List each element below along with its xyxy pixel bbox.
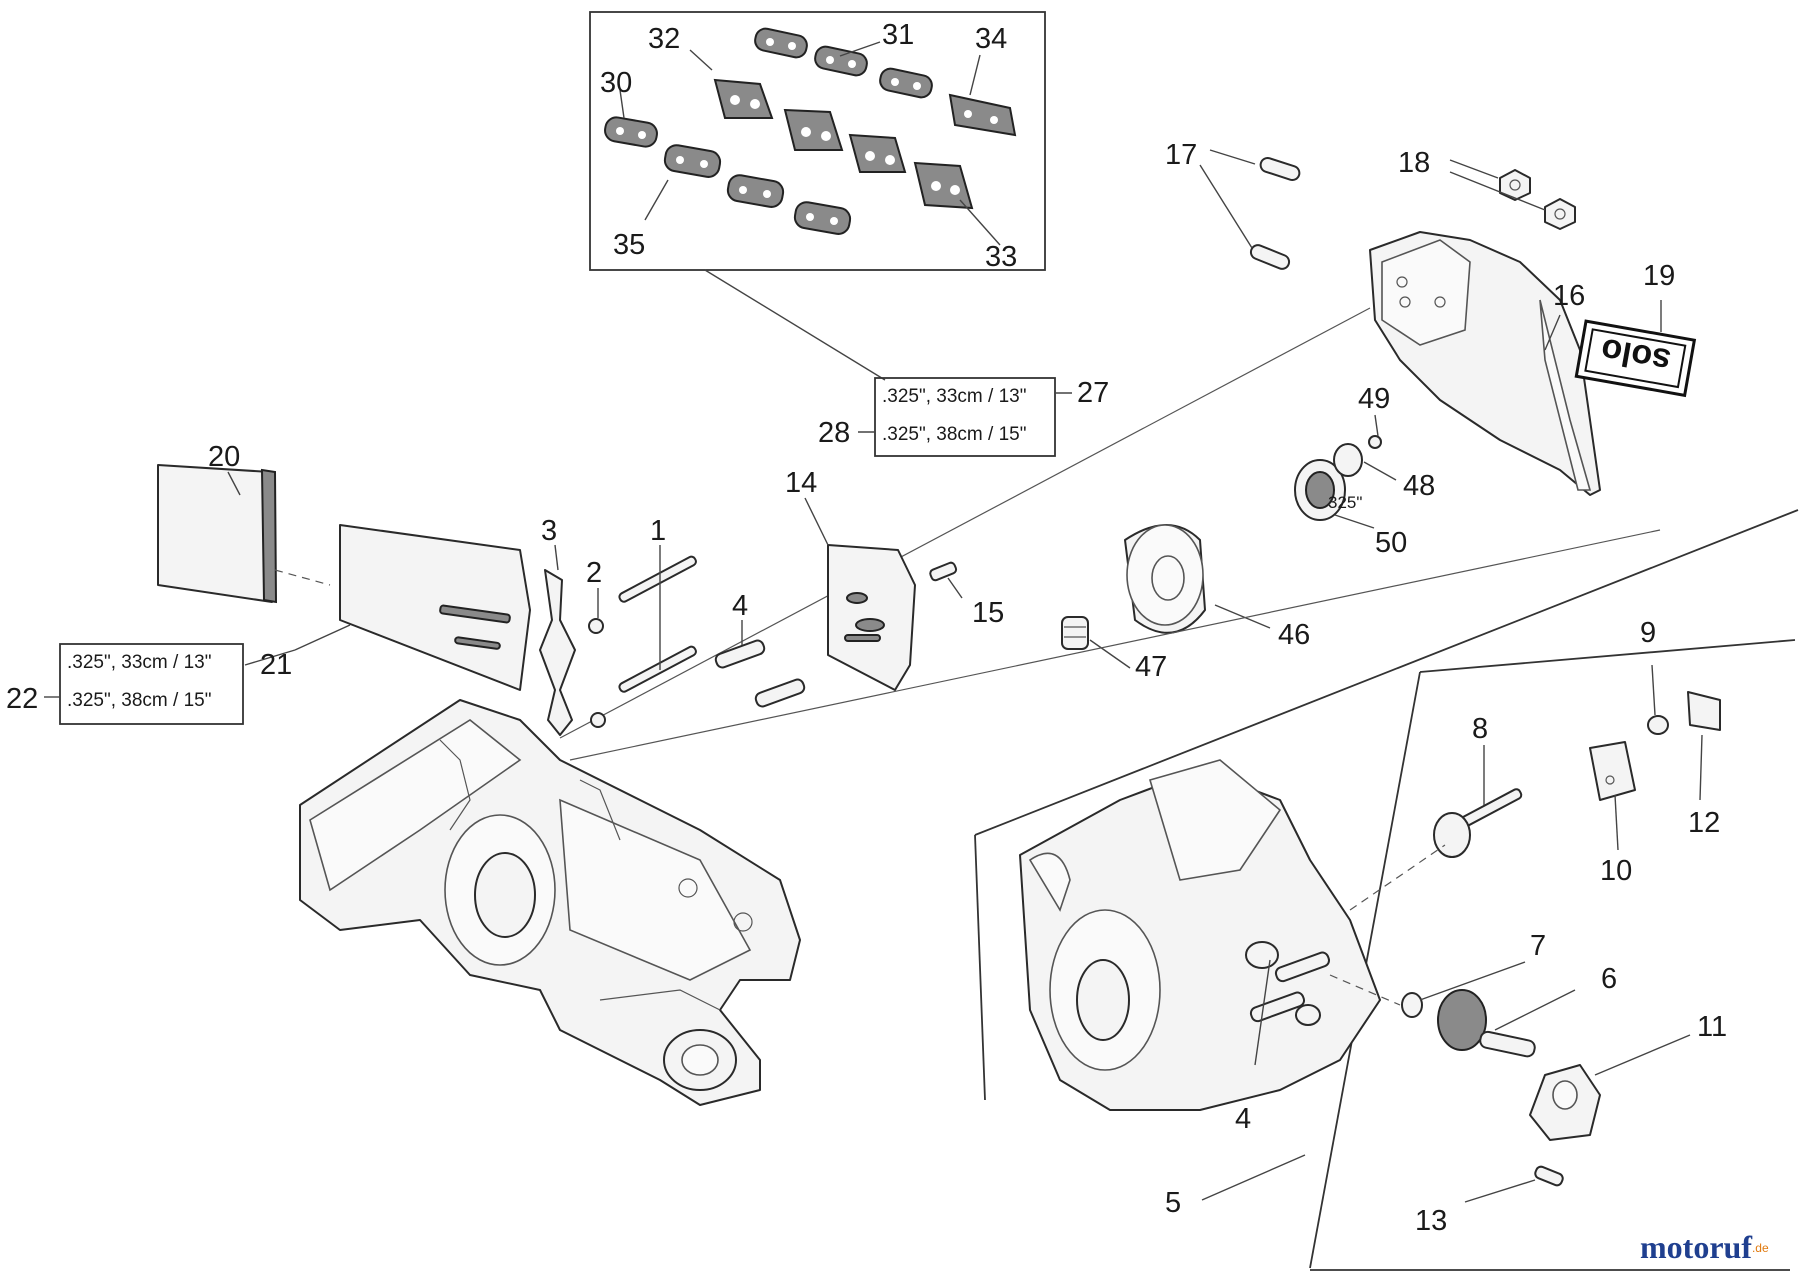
callout-16: 16 (1553, 280, 1585, 312)
callout-20: 20 (208, 441, 240, 473)
chain-spec-box: .325", 33cm / 13" .325", 38cm / 15" 27 2… (818, 377, 1109, 457)
bar-spec-box: .325", 33cm / 13" .325", 38cm / 15" 21 2… (6, 643, 292, 725)
clutch-sprocket-group: 325" 49 48 50 46 47 (1061, 383, 1435, 683)
callout-34: 34 (975, 23, 1007, 55)
callout-18: 18 (1398, 147, 1430, 179)
crankcase-housing-left (299, 699, 801, 1106)
callout-5: 5 (1165, 1187, 1181, 1219)
callout-35: 35 (613, 229, 645, 261)
callout-19: 19 (1643, 260, 1675, 292)
chain-spec-line2: .325", 38cm / 15" (882, 424, 1026, 445)
callout-8: 8 (1472, 713, 1488, 745)
callout-2: 2 (586, 557, 602, 589)
callout-49: 49 (1358, 383, 1390, 415)
bar-spec-line2: .325", 38cm / 15" (67, 690, 211, 711)
sprocket-pitch-label: 325" (1328, 493, 1362, 512)
callout-4-top: 4 (732, 590, 748, 622)
chain-link-group-32 (713, 78, 974, 210)
chain-link-34 (948, 93, 1017, 137)
callout-13: 13 (1415, 1205, 1447, 1237)
callout-21: 21 (260, 649, 292, 681)
callout-9: 9 (1640, 617, 1656, 649)
guide-bar-group: 20 3 2 1 4 14 15 (157, 441, 1004, 736)
callout-32: 32 (648, 23, 680, 55)
callout-22: 22 (6, 683, 38, 715)
callout-50: 50 (1375, 527, 1407, 559)
svg-text:motoruf.de: motoruf.de (1640, 1229, 1769, 1265)
callout-14: 14 (785, 467, 817, 499)
callout-27: 27 (1077, 377, 1109, 409)
callout-30: 30 (600, 67, 632, 99)
callout-4-bottom: 4 (1235, 1103, 1251, 1135)
solo-decal: solo (1574, 319, 1697, 398)
chain-link-group-30-35 (604, 116, 852, 235)
chain-link-group-31 (754, 27, 933, 99)
callout-1: 1 (650, 515, 666, 547)
bar-spec-line1: .325", 33cm / 13" (67, 652, 211, 673)
callout-46: 46 (1278, 619, 1310, 651)
callout-31: 31 (882, 19, 914, 51)
callout-33: 33 (985, 241, 1017, 273)
callout-28: 28 (818, 417, 850, 449)
chain-links-inset: 32 31 34 30 35 33 (589, 11, 1046, 273)
sprocket-cover-assembly: solo 17 18 16 19 (1165, 139, 1697, 496)
callout-17: 17 (1165, 139, 1197, 171)
callout-15: 15 (972, 597, 1004, 629)
callout-10: 10 (1600, 855, 1632, 887)
watermark-brand: motoruf (1640, 1229, 1752, 1265)
callout-6: 6 (1601, 963, 1617, 995)
watermark: motoruf.de (1640, 1229, 1769, 1265)
callout-3: 3 (541, 515, 557, 547)
watermark-tld: .de (1752, 1241, 1769, 1255)
callout-7: 7 (1530, 930, 1546, 962)
chain-spec-line1: .325", 33cm / 13" (882, 386, 1026, 407)
oil-pump-inset: 8 9 10 12 7 6 11 13 4 5 (974, 509, 1799, 1271)
callout-47: 47 (1135, 651, 1167, 683)
callout-11: 11 (1697, 1011, 1727, 1043)
callout-12: 12 (1688, 807, 1720, 839)
callout-48: 48 (1403, 470, 1435, 502)
